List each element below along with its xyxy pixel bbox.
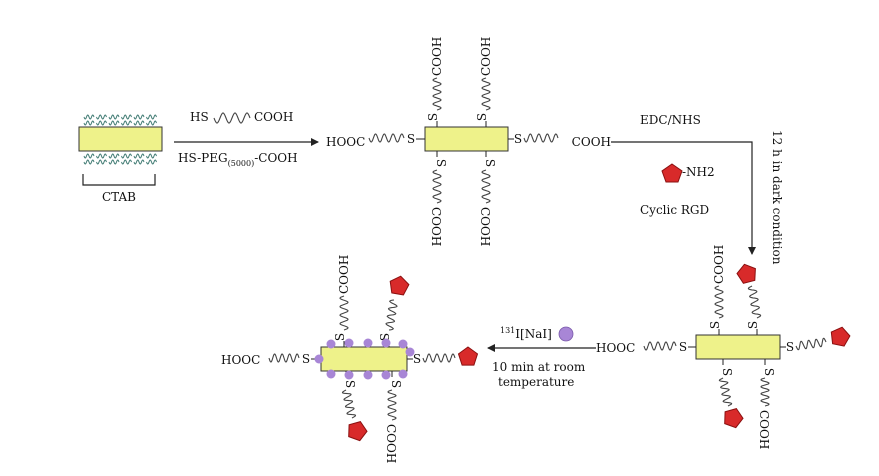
iodine-dot-icon bbox=[363, 370, 373, 380]
iodine-dot-icon bbox=[314, 354, 324, 364]
nanorod-icon bbox=[424, 126, 509, 152]
dark-condition-label: 12 h in dark condition bbox=[770, 130, 784, 265]
peg-chain-icon bbox=[268, 353, 300, 363]
cooh-vertical-label: COOH bbox=[478, 207, 492, 246]
peg-chain-icon bbox=[385, 299, 398, 331]
peg-chain-icon bbox=[523, 133, 559, 143]
ctab-surfactant-icon bbox=[83, 114, 157, 126]
nanorod-icon bbox=[695, 334, 781, 360]
peg-chain-icon bbox=[760, 377, 770, 407]
sulfur-label: S bbox=[786, 340, 794, 354]
iodide-label: 131I[NaI] bbox=[500, 326, 552, 341]
cooh-right-label: COOH bbox=[572, 135, 611, 149]
nh2-label: -NH2 bbox=[682, 165, 715, 179]
nanorod-icon bbox=[78, 126, 163, 152]
sulfur-label: S bbox=[746, 321, 760, 329]
rgd-pentagon-icon bbox=[724, 408, 744, 429]
sulfur-label: S bbox=[413, 352, 421, 366]
sulfur-label: S bbox=[389, 380, 403, 388]
hooc-left-label: HOOC bbox=[326, 135, 365, 149]
iodine-dot-icon bbox=[363, 338, 373, 348]
peg-chain-icon bbox=[481, 77, 491, 111]
sulfur-label: S bbox=[378, 333, 392, 341]
ctab-surfactant-icon bbox=[83, 153, 157, 165]
peg-chain-icon bbox=[341, 389, 357, 419]
peg-chain-icon bbox=[718, 377, 733, 407]
iodine-dot-icon bbox=[381, 370, 391, 380]
peg-chain-icon bbox=[747, 285, 762, 319]
sulfur-label: S bbox=[426, 113, 440, 121]
iodine-dot-icon bbox=[344, 338, 354, 348]
reaction-arrow-1: HS COOH HS-PEG(5000)-COOH bbox=[174, 110, 319, 168]
hooc-panel4-label: HOOC bbox=[221, 353, 260, 367]
ctab-nanorod-group: CTAB bbox=[78, 114, 163, 204]
sulfur-label: S bbox=[483, 159, 497, 167]
sulfur-label: S bbox=[302, 352, 310, 366]
peg-chain-icon bbox=[795, 337, 827, 351]
cooh-vertical-label: COOH bbox=[337, 255, 351, 294]
peg-chain-icon bbox=[368, 133, 405, 143]
iodine-dot-icon bbox=[326, 369, 336, 379]
peg-chain-icon bbox=[422, 353, 456, 363]
peg-chain-icon bbox=[387, 389, 397, 421]
radiolabeled-nanorod-group: HOOC S S S COOH S S S COOH bbox=[221, 255, 479, 463]
cooh-vertical-label: COOH bbox=[429, 207, 443, 246]
cooh-vertical-label: COOH bbox=[712, 245, 726, 284]
peg-chain-icon bbox=[481, 169, 491, 204]
cyclic-rgd-label: Cyclic RGD bbox=[640, 203, 709, 217]
room-temp-line1: 10 min at room bbox=[492, 360, 586, 374]
sulfur-label: S bbox=[434, 159, 448, 167]
peg-chain-icon bbox=[714, 285, 724, 319]
sulfur-label: S bbox=[407, 132, 415, 146]
iodine-dot-icon bbox=[405, 347, 415, 357]
peg-chain-icon bbox=[432, 169, 442, 204]
iodine-dot-icon bbox=[398, 339, 408, 349]
iodine-dot-icon bbox=[381, 338, 391, 348]
hooc-panel3-label: HOOC bbox=[596, 341, 635, 355]
peg-chain-icon bbox=[432, 77, 442, 111]
peg-chain-icon bbox=[213, 112, 251, 124]
ctab-label: CTAB bbox=[102, 190, 136, 204]
peg-chain-icon bbox=[643, 341, 677, 351]
cooh-vertical-label: COOH bbox=[479, 37, 493, 76]
nanorod-icon bbox=[320, 346, 408, 372]
sulfur-label: S bbox=[679, 340, 687, 354]
rgd-pentagon-icon bbox=[348, 421, 368, 442]
iodine-dot-icon bbox=[558, 326, 574, 342]
reaction-arrow-3: 131I[NaI] 10 min at room temperature bbox=[487, 326, 596, 389]
iodine-dot-icon bbox=[326, 339, 336, 349]
ctab-bracket bbox=[82, 174, 156, 186]
rgd-nanorod-group: HOOC S S S COOH S S S COOH bbox=[596, 245, 851, 449]
sulfur-label: S bbox=[762, 368, 776, 376]
peg-chain-icon bbox=[339, 295, 349, 331]
sulfur-label: S bbox=[720, 368, 734, 376]
sulfur-label: S bbox=[514, 132, 522, 146]
room-temp-line2: temperature bbox=[498, 375, 574, 389]
cooh-vertical-label: COOH bbox=[757, 410, 771, 449]
rgd-pentagon-icon bbox=[830, 326, 851, 347]
rgd-pentagon-icon bbox=[736, 263, 756, 284]
sulfur-label: S bbox=[475, 113, 489, 121]
sulfur-label: S bbox=[333, 333, 347, 341]
rgd-pentagon-icon bbox=[457, 346, 479, 366]
sulfur-label: S bbox=[343, 380, 357, 388]
sulfur-label: S bbox=[708, 321, 722, 329]
rgd-pentagon-icon bbox=[389, 275, 410, 296]
cooh-label: COOH bbox=[254, 110, 293, 124]
iodine-dot-icon bbox=[344, 370, 354, 380]
edc-nhs-label: EDC/NHS bbox=[640, 113, 701, 127]
peg-nanorod-group: HOOC COOH S S S COOH S COOH S COOH S COOH bbox=[326, 37, 611, 247]
iodine-dot-icon bbox=[398, 369, 408, 379]
reaction-arrow-2: EDC/NHS -NH2 Cyclic RGD 12 h in dark con… bbox=[611, 113, 784, 265]
hs-peg-reagent-label: HS-PEG(5000)-COOH bbox=[178, 151, 298, 168]
hs-label: HS bbox=[190, 110, 209, 124]
rgd-pentagon-icon bbox=[661, 163, 683, 183]
cooh-vertical-label: COOH bbox=[430, 37, 444, 76]
cooh-vertical-label: COOH bbox=[384, 424, 398, 463]
